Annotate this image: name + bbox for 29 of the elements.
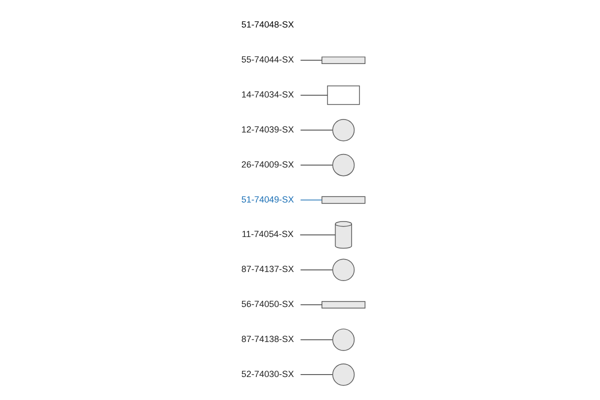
node-circle (332, 119, 355, 142)
node-text: 12-74039-SX (241, 124, 294, 134)
node-box (327, 86, 360, 105)
node-text: 51-74049-SX (241, 194, 294, 204)
node-text: 26-74009-SX (241, 159, 294, 170)
node-circle (332, 154, 355, 176)
node-text: 14-74034-SX (241, 90, 294, 100)
connector (300, 304, 322, 306)
node-text: 87-74137-SX (241, 264, 294, 274)
node-text: 55-74044-SX (241, 54, 294, 65)
connector (300, 60, 322, 61)
connector (300, 234, 336, 236)
connector (300, 130, 333, 131)
node-text: 52-74030-SX (241, 368, 294, 379)
connector (300, 164, 333, 166)
node-text: 11-74054-SX (242, 229, 294, 240)
node-circle (332, 328, 355, 351)
connector (300, 269, 333, 270)
node-text: 87-74138-SX (241, 334, 294, 344)
node-circle (332, 258, 355, 281)
connector (300, 94, 328, 96)
connector (300, 374, 333, 376)
label: 51-74048-SX (241, 20, 294, 30)
node-bar (322, 56, 366, 64)
connector (300, 339, 333, 340)
node-circle (332, 364, 355, 386)
node-bar (322, 301, 366, 308)
node-text: 56-74050-SX (241, 299, 294, 310)
node-bar (322, 196, 366, 204)
